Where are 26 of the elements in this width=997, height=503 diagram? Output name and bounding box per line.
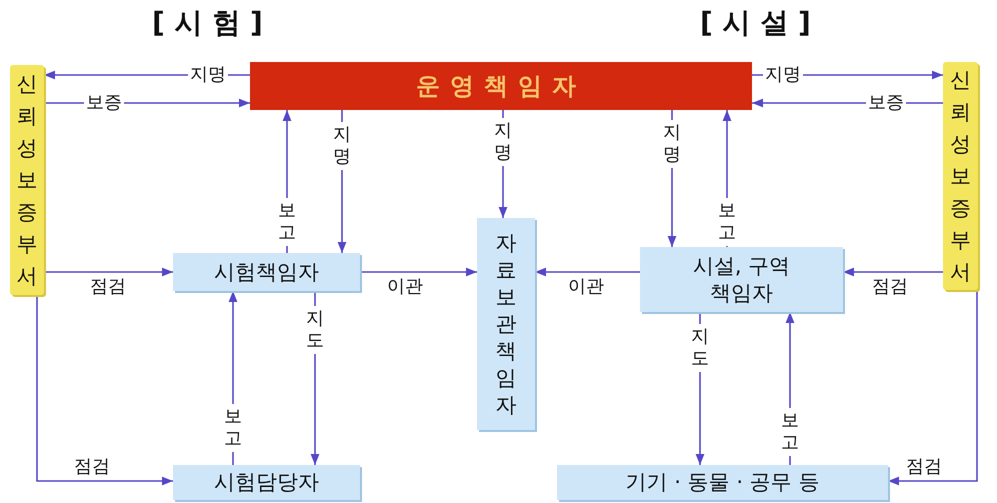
- edge-label: 보고: [716, 198, 738, 246]
- role-box: 시설, 구역 책임자: [640, 247, 843, 312]
- edge-label: 지명: [188, 64, 228, 86]
- role-box: 시험책임자: [173, 253, 360, 291]
- vertical-label-box: 자료보관책임자: [477, 218, 535, 430]
- edge-label: 보고: [779, 408, 801, 456]
- vertical-label-box: 신뢰성보증부서: [943, 62, 978, 290]
- edge-label: 보증: [84, 92, 124, 114]
- edge-label: 지명: [763, 64, 803, 86]
- section-heading: [ 시 설 ]: [700, 5, 811, 41]
- title-bar: 운영책임자: [250, 62, 752, 110]
- arrow: [535, 268, 640, 276]
- vertical-label-box: 신뢰성보증부서: [10, 65, 44, 295]
- arrow: [843, 268, 943, 276]
- edge-label: 보고: [276, 198, 298, 246]
- arrow: [36, 295, 173, 486]
- arrow: [44, 268, 173, 276]
- role-box: 시험담당자: [173, 465, 360, 500]
- edge-label: 보증: [866, 92, 906, 114]
- arrow: [888, 290, 978, 486]
- arrow: [360, 268, 477, 276]
- edge-label: 지도: [689, 324, 711, 372]
- edge-label: 보고: [222, 404, 244, 452]
- role-box: 기기 · 동물 · 공무 등: [557, 465, 888, 500]
- section-heading: [ 시 험 ]: [152, 5, 263, 41]
- edge-label: 지도: [304, 306, 326, 354]
